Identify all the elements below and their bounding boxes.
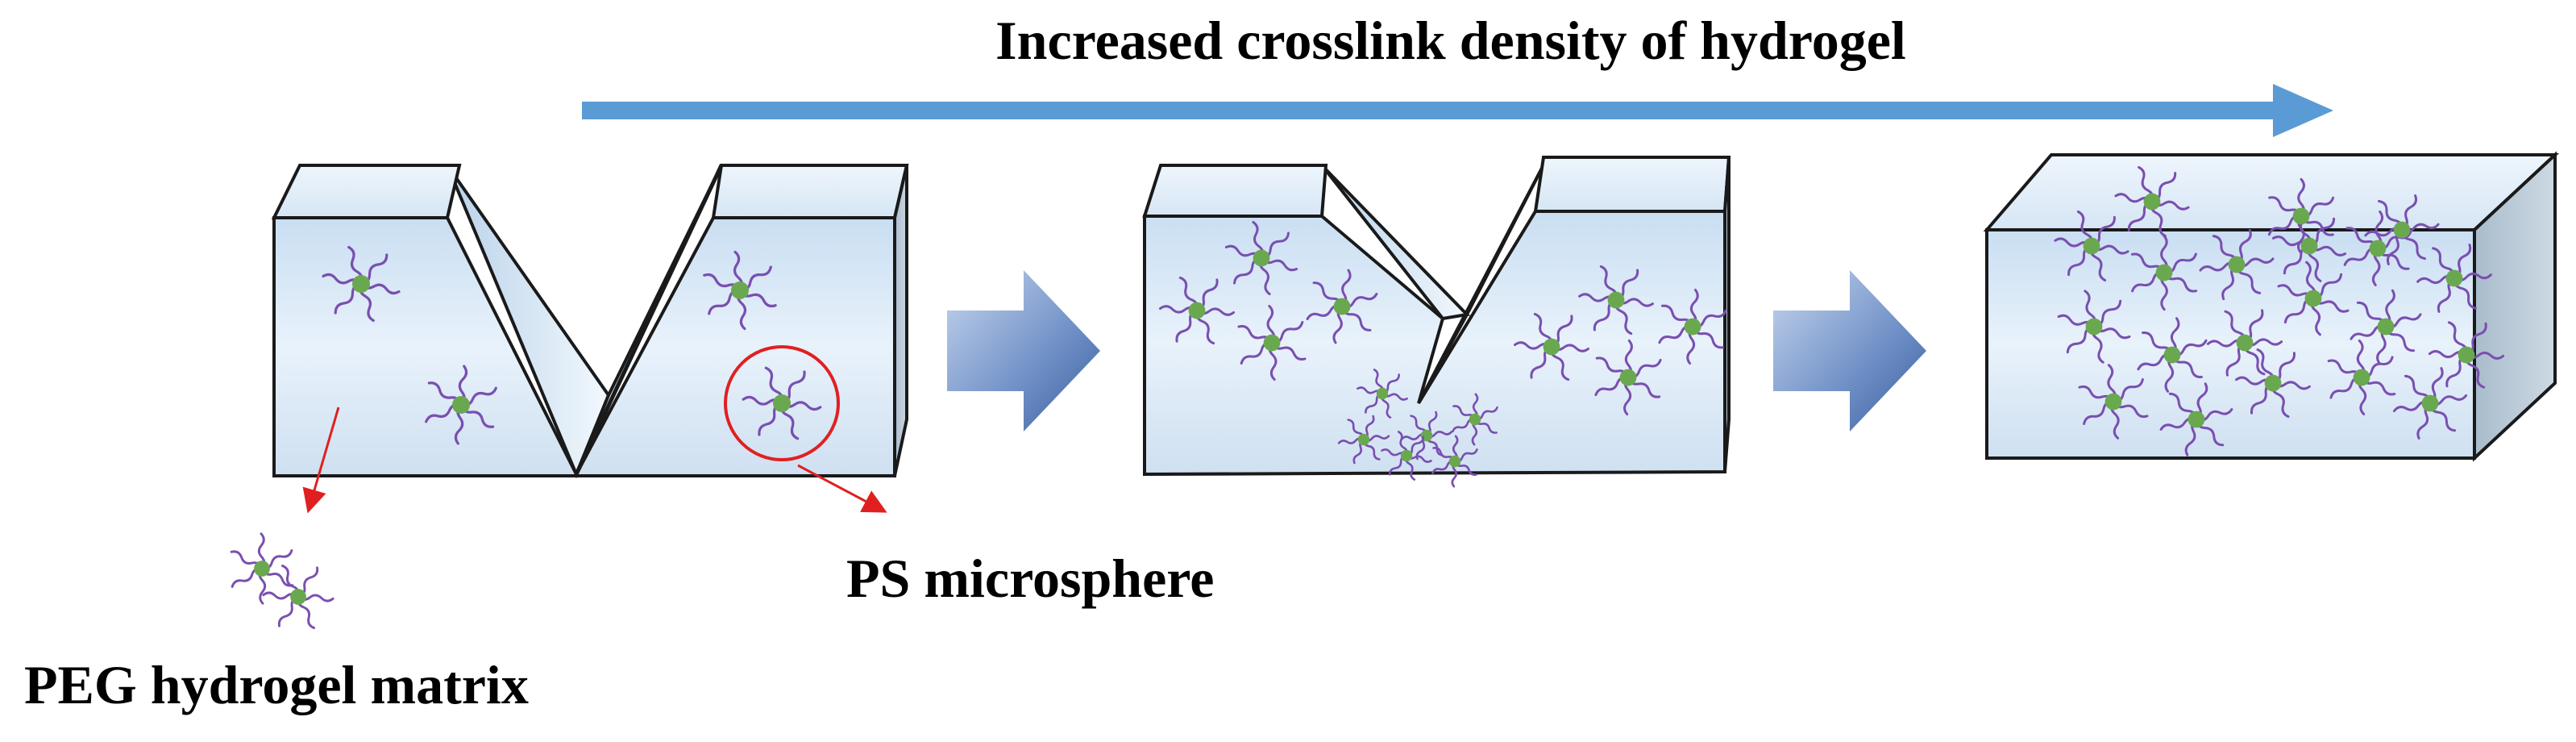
star-polymer xyxy=(2267,177,2335,255)
star-polymer xyxy=(2364,194,2440,265)
peg-matrix-example xyxy=(230,532,294,605)
star-polymer xyxy=(2054,211,2129,281)
star-polymer xyxy=(2350,289,2422,365)
star-polymer xyxy=(2137,317,2208,393)
star-polymer xyxy=(1357,369,1408,419)
star-polymer xyxy=(1224,221,1298,295)
star-polymer xyxy=(1514,312,1589,381)
star-polymer xyxy=(1306,269,1378,344)
polymer-network-layer xyxy=(230,165,2505,629)
star-polymer xyxy=(2078,364,2149,440)
step-arrow-2 xyxy=(1773,270,1926,431)
star-polymer xyxy=(2159,382,2233,456)
peg-hydrogel-matrix-label: PEG hydrogel matrix xyxy=(24,654,529,715)
star-polymer xyxy=(703,250,777,331)
diagram-title: Increased crosslink density of hydrogel xyxy=(995,10,1906,71)
star-polymer xyxy=(322,245,401,323)
gel-block-stage-1 xyxy=(271,164,909,479)
gel-block-stage-2 xyxy=(1142,156,1731,477)
ps-microsphere-callout-circle xyxy=(724,345,840,461)
crosslink-trend-arrow xyxy=(582,84,2333,137)
star-polymer xyxy=(1400,411,1453,461)
star-polymer xyxy=(1658,289,1727,365)
ps-microsphere-label: PS microsphere xyxy=(846,548,1214,609)
star-polymer xyxy=(1578,265,1654,336)
star-polymer xyxy=(2114,165,2190,238)
star-polymer xyxy=(2235,348,2311,418)
ps-microsphere-pointer xyxy=(797,464,887,513)
star-polymer xyxy=(1337,415,1390,465)
star-polymer xyxy=(1452,393,1498,446)
peg-matrix-example xyxy=(262,565,334,629)
star-polymer xyxy=(1381,431,1432,481)
star-polymer xyxy=(1594,339,1662,416)
star-polymer xyxy=(1237,305,1307,381)
star-polymer xyxy=(1431,435,1478,488)
star-polymer xyxy=(2277,261,2350,336)
star-polymer xyxy=(2130,234,2198,311)
star-polymer xyxy=(2327,340,2396,415)
star-polymer xyxy=(2416,244,2492,313)
step-arrow-1 xyxy=(947,270,1100,431)
star-polymer xyxy=(2057,290,2131,364)
star-polymer xyxy=(2428,321,2505,389)
ps-microsphere xyxy=(742,366,822,440)
star-polymer xyxy=(2392,367,2468,440)
star-polymer xyxy=(2199,228,2275,301)
star-polymer xyxy=(2206,309,2283,377)
star-polymer xyxy=(425,365,497,445)
star-polymer xyxy=(1159,276,1235,345)
peg-matrix-pointer xyxy=(302,406,340,514)
